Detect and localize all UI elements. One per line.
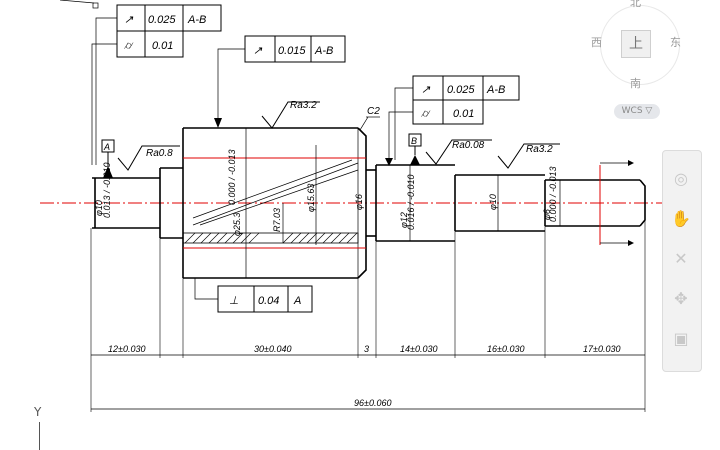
- roughness-symbol-2[interactable]: Ra3.2: [261, 100, 320, 129]
- leader-bottom: [194, 278, 218, 300]
- zoom-extents-icon[interactable]: ✕: [674, 249, 688, 268]
- orbit-icon[interactable]: ✥: [674, 289, 688, 308]
- svg-text:⌭: ⌭: [124, 40, 134, 52]
- viewcube-ring[interactable]: [600, 5, 680, 85]
- steering-wheel-icon[interactable]: ◎: [674, 169, 688, 188]
- length-3[interactable]: 3: [364, 344, 369, 354]
- helix-section: [182, 159, 359, 244]
- length-6[interactable]: 17±0.030: [583, 344, 620, 354]
- dim-d5[interactable]: φ12: [399, 212, 409, 228]
- navigation-bar[interactable]: ◎ ✋ ✕ ✥ ▣: [662, 150, 702, 372]
- grip-point[interactable]: [92, 2, 99, 9]
- length-4[interactable]: 14±0.030: [400, 344, 437, 354]
- svg-text:A-B: A-B: [314, 45, 333, 57]
- tolerance-frame-right[interactable]: ↗ 0.025 A-B ⌭ 0.01: [412, 75, 520, 125]
- svg-text:A-B: A-B: [187, 14, 206, 26]
- showmotion-icon[interactable]: ▣: [673, 329, 689, 348]
- svg-text:↗: ↗: [253, 45, 263, 57]
- viewcube-top-face[interactable]: 上: [621, 30, 651, 58]
- leader-right: [394, 87, 413, 160]
- end-arrows: [600, 160, 634, 246]
- svg-text:⌭: ⌭: [421, 108, 431, 120]
- dim-d2-tol[interactable]: 0.000 / -0.013: [227, 149, 237, 205]
- chamfer-label[interactable]: C2: [367, 106, 380, 117]
- svg-text:↗: ↗: [124, 14, 134, 26]
- tolerance-frame-bottom[interactable]: ⊥ 0.04 A: [217, 285, 313, 313]
- wcs-dropdown[interactable]: WCS ▽: [614, 104, 660, 119]
- dim-d7-tol[interactable]: 0.000 / -0.013: [548, 166, 558, 222]
- svg-text:⊥: ⊥: [229, 295, 239, 307]
- tolerance-frame-top-mid[interactable]: ↗ 0.015 A-B: [244, 35, 346, 63]
- dim-d3[interactable]: φ15.63: [306, 184, 316, 212]
- viewcube-north[interactable]: 北: [630, 0, 641, 9]
- length-5[interactable]: 16±0.030: [487, 344, 524, 354]
- extension-lines: [90, 220, 646, 412]
- leader-top-mid: [217, 48, 245, 120]
- svg-text:0.01: 0.01: [453, 108, 474, 120]
- leader-top-mid-arrow: [214, 118, 222, 128]
- total-length[interactable]: 96±0.060: [354, 398, 391, 408]
- dim-d5-tol[interactable]: 0.016 / -0.010: [406, 174, 416, 230]
- svg-text:Ra0.08: Ra0.08: [452, 140, 485, 151]
- leader-top-left-2: [91, 43, 117, 165]
- datum-a[interactable]: A: [101, 139, 115, 178]
- svg-text:A-B: A-B: [486, 84, 505, 96]
- svg-text:A: A: [103, 142, 110, 152]
- dim-r[interactable]: R7.03: [272, 208, 282, 232]
- length-1[interactable]: 12±0.030: [108, 344, 145, 354]
- leader-top-left-arrow: [59, 0, 95, 4]
- svg-text:0.01: 0.01: [152, 40, 173, 52]
- dim-d1[interactable]: φ10: [94, 200, 104, 216]
- svg-text:↗: ↗: [421, 84, 431, 96]
- roughness-symbol-4[interactable]: Ra3.2: [497, 143, 560, 169]
- ucs-y-label: Y: [34, 405, 42, 419]
- svg-text:0.04: 0.04: [258, 295, 279, 307]
- viewcube-west[interactable]: 西: [591, 36, 602, 49]
- length-2[interactable]: 30±0.040: [254, 344, 291, 354]
- leader-top-left: [95, 17, 117, 165]
- viewcube-south[interactable]: 南: [630, 77, 641, 90]
- chamfer-leader: [359, 116, 369, 131]
- dim-d7[interactable]: φ6: [542, 209, 552, 220]
- svg-text:Ra0.8: Ra0.8: [146, 148, 173, 159]
- viewcube-east[interactable]: 东: [670, 36, 681, 49]
- dim-d6[interactable]: φ10: [488, 194, 498, 210]
- shaft-outline: [92, 127, 646, 279]
- svg-text:0.025: 0.025: [447, 84, 475, 96]
- svg-text:Ra3.2: Ra3.2: [290, 100, 317, 111]
- dim-d4[interactable]: φ16: [354, 194, 364, 210]
- pan-icon[interactable]: ✋: [671, 209, 691, 228]
- tolerance-frame-top-left[interactable]: ↗ 0.025 A-B ⌭ 0.01: [116, 4, 222, 58]
- roughness-symbol-3[interactable]: Ra0.08: [425, 139, 492, 165]
- leader-right-2: [388, 111, 413, 160]
- svg-text:A: A: [293, 295, 301, 307]
- ucs-y-axis: [39, 422, 40, 450]
- svg-text:B: B: [411, 136, 417, 146]
- diameter-lines: [245, 128, 499, 278]
- svg-text:0.015: 0.015: [278, 45, 306, 57]
- svg-text:Ra3.2: Ra3.2: [526, 144, 553, 155]
- dim-d2[interactable]: φ25.3: [232, 213, 242, 236]
- leader-right-arrow: [385, 158, 393, 166]
- datum-b[interactable]: B: [408, 133, 422, 165]
- dim-d1-tol[interactable]: 0.013 / -0.010: [102, 162, 112, 218]
- svg-text:0.025: 0.025: [148, 14, 176, 26]
- roughness-symbol-1[interactable]: Ra0.8: [117, 145, 180, 171]
